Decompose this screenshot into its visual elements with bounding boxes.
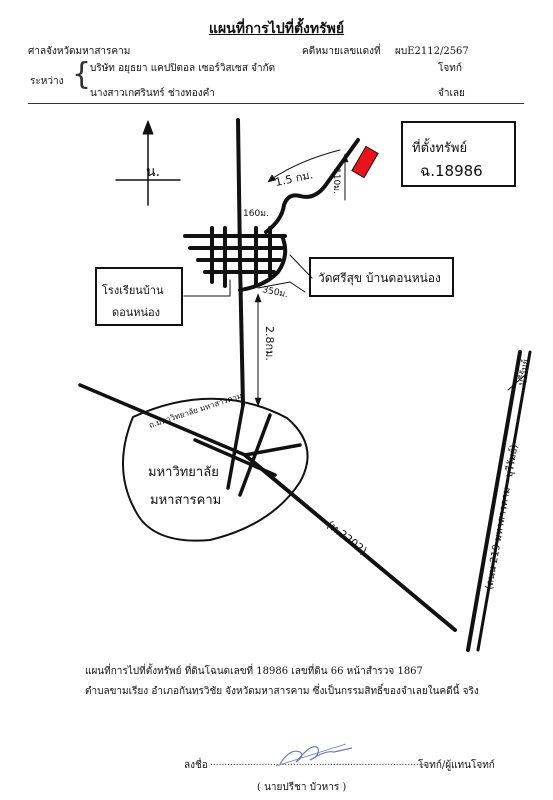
dimension-15km-arrow <box>269 149 341 181</box>
plaintiff-role: โจทก์ <box>438 63 462 74</box>
university-label-line2: มหาสารคาม <box>150 493 221 508</box>
distance-110m: 110ม. <box>331 168 341 194</box>
north-label: น. <box>146 164 160 180</box>
header-divider <box>28 103 524 104</box>
village-road-grid <box>183 226 288 292</box>
defendant-name: นางสาวเกศรินทร์ ช่างทองคำ <box>90 88 215 99</box>
signer-role: โจทก์/ผู้แทนโจทก์ <box>418 760 495 771</box>
school-label-line2: ดอนหน่อง <box>112 306 160 319</box>
highway-219 <box>466 350 522 652</box>
property-marker <box>351 145 379 179</box>
north-arrow-icon <box>115 120 181 206</box>
distance-350m: 350ม. <box>261 285 288 300</box>
signer-name: ( นายปรีชา บัวหาร ) <box>257 782 347 793</box>
road-2202-label: (ท.2202) <box>324 518 369 557</box>
page-title: แผนที่การไปที่ตั้งทรัพย์ <box>208 21 345 37</box>
road-2202 <box>243 453 457 632</box>
university-campus <box>122 397 309 542</box>
sign-dots-right: .................................. <box>330 758 428 768</box>
sign-label: ลงชื่อ <box>184 760 208 771</box>
distance-15km: 1.5 กม. <box>274 168 314 189</box>
school-box <box>95 267 183 326</box>
road-to-property <box>264 138 360 234</box>
temple-box <box>309 257 454 297</box>
temple-label: วัดศรีสุข บ้านดอนหน่อง <box>318 271 441 286</box>
property-box <box>401 121 516 187</box>
brace-icon: { <box>72 57 92 92</box>
description-line-1: แผนที่การไปที่ตั้งทรัพย์ ที่ดินโฉนดเลขที… <box>85 666 423 677</box>
school-label-line1: โรงเรียนบ้าน <box>102 283 164 297</box>
case-number: ผบE2112/2567 <box>395 46 469 57</box>
distance-160m: 160ม. <box>243 209 269 219</box>
distance-28km: 2.8กม. <box>263 326 276 361</box>
university-label-line1: มหาวิทยาลัย <box>148 465 219 480</box>
defendant-role: จำเลย <box>438 88 465 99</box>
between-label: ระหว่าง <box>30 76 64 87</box>
description-line-2: ตำบลขามเรียง อำเภอกันทรวิชัย จังหวัดมหาส… <box>85 686 479 697</box>
plaintiff-name: บริษัท อยุธยา แคปปิตอล เซอร์วิสเซส จำกัด <box>90 63 276 74</box>
road-main-south <box>238 260 245 407</box>
court-name: ศาลจังหวัดมหาสารคาม <box>28 46 131 57</box>
univ-road-label: ถ.มหาวิทยาลัย มหาสารคาม <box>148 391 243 430</box>
property-label: ที่ตั้งทรัพย์ <box>412 138 467 156</box>
deed-number: ฉ.18986 <box>420 162 483 180</box>
case-label: คดีหมายเลขแดงที่ <box>302 46 381 57</box>
